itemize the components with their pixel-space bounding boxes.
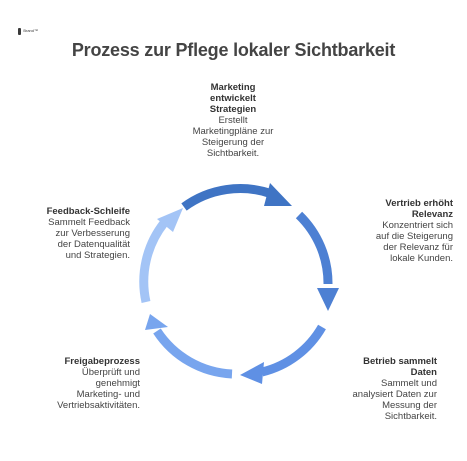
stage-feedback-heading: Feedback-Schleife [20,206,130,217]
cycle-arrowhead-top [264,183,292,206]
stage-approval-desc-line: genehmigt [95,378,140,389]
cycle-arrow-bottom [260,324,326,377]
stage-marketing-desc-line: Sichtbarkeit. [206,148,260,159]
stage-approval-description: Überprüft und genehmigt Marketing- und V… [30,367,140,411]
stage-marketing-description: Erstellt Marketingpläne zur Steigerung d… [183,115,283,159]
cycle-arrow-right [295,211,333,285]
stage-approval-desc-line: Marketing- und [76,389,140,400]
stage-approval-heading: Freigabeprozess [30,356,141,367]
stage-sales-desc-line: auf die Steigerung [375,231,453,242]
stage-operations-desc-line: Messung der [382,400,437,411]
cycle-arrowhead-bottom-left [145,314,168,330]
logo-mark-icon [18,27,22,35]
stage-approval-desc-line: Überprüft und [81,367,140,378]
diagram-title: Prozess zur Pflege lokaler Sichtbarkeit [71,40,396,60]
stage-approval-desc-line: Vertriebsaktivitäten. [57,400,140,411]
stage-operations-desc-line: Sichtbarkeit. [384,411,437,422]
stage-approval-heading-line: Freigabeprozess [64,356,141,367]
stage-marketing-heading: Marketing entwickelt Strategien [183,82,283,115]
stage-operations-desc-line: Sammelt und [381,378,437,389]
stage-approval: Freigabeprozess Überprüft und genehmigt … [30,356,140,411]
stage-sales-heading: Vertrieb erhöht Relevanz [358,198,453,220]
stage-operations-heading-line: Daten [410,367,437,378]
stage-feedback-desc-line: Sammelt Feedback [48,217,130,228]
stage-operations-description: Sammelt und analysiert Daten zur Messung… [337,378,437,422]
stage-sales-desc-line: der Relevanz für [383,242,453,253]
brand-logo: Brand™ [18,27,38,35]
cycle-arrow-bottom-left [153,328,233,379]
stage-feedback-desc-line: und Strategien. [65,250,130,261]
stage-marketing: Marketing entwickelt Strategien Erstellt… [183,82,283,159]
stage-marketing-heading-line: Strategien [209,104,257,115]
logo-text: Brand™ [23,28,38,33]
cycle-arrow-top [181,184,274,211]
stage-feedback-desc-line: zur Verbesserung [55,228,130,239]
cycle-arrowhead-bottom [240,362,264,384]
stage-operations-desc-line: analysiert Daten zur [352,389,437,400]
stage-marketing-heading-line: entwickelt [210,93,256,104]
stage-sales-heading-line: Relevanz [411,209,453,220]
stage-marketing-desc-line: Marketingpläne zur [192,126,274,137]
stage-sales-desc-line: lokale Kunden. [390,253,453,264]
stage-marketing-desc-line: Erstellt [218,115,248,126]
stage-sales-description: Konzentriert sich auf die Steigerung der… [358,220,453,264]
cycle-arrowhead-right [317,288,339,311]
stage-feedback-description: Sammelt Feedback zur Verbesserung der Da… [20,217,130,261]
stage-feedback-heading-line: Feedback-Schleife [46,206,130,217]
stage-operations-heading-line: Betrieb sammelt [363,356,437,367]
stage-sales-desc-line: Konzentriert sich [382,220,453,231]
stage-marketing-desc-line: Steigerung der [201,137,265,148]
stage-marketing-heading-line: Marketing [210,82,256,93]
stage-feedback-desc-line: der Datenqualität [57,239,130,250]
stage-sales-heading-line: Vertrieb erhöht [385,198,453,209]
stage-feedback: Feedback-Schleife Sammelt Feedback zur V… [20,206,130,261]
stage-sales: Vertrieb erhöht Relevanz Konzentriert si… [358,198,453,264]
cycle-arrow-left [139,220,168,303]
stage-operations: Betrieb sammelt Daten Sammelt und analys… [337,356,437,422]
stage-operations-heading: Betrieb sammelt Daten [337,356,437,378]
cycle-arrowhead-left [157,208,183,232]
